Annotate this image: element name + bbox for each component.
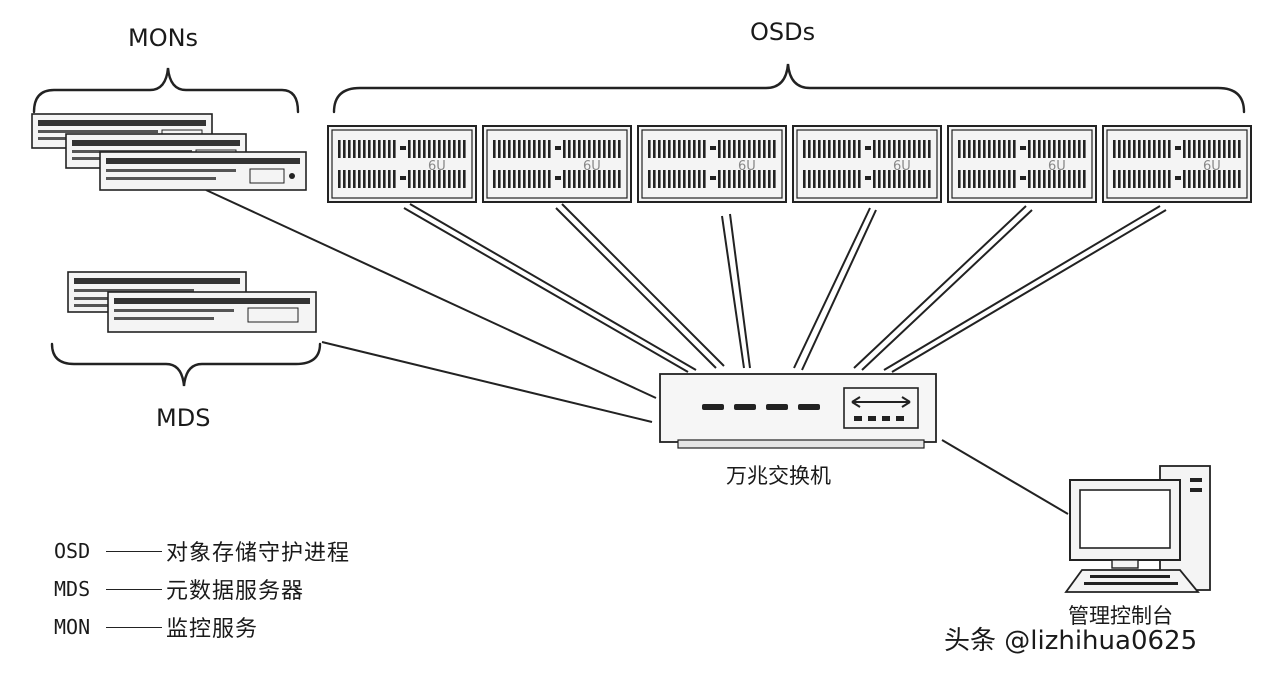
console-link [941, 439, 1069, 515]
osd-chassis: 6U [1102, 125, 1252, 203]
drive-bay-group [958, 170, 1016, 188]
drive-bay-group [958, 140, 1016, 158]
drive-bay-group [338, 140, 396, 158]
osd-link-5 [853, 205, 1033, 371]
osd-chassis: 6U [482, 125, 632, 203]
drive-bay-group [493, 140, 551, 158]
osd-link-1 [403, 203, 697, 373]
switch-leds [854, 416, 904, 421]
osd-link-4 [793, 207, 877, 371]
legend-abbr: MON [54, 615, 91, 639]
switch-port-3 [766, 404, 788, 410]
osd-connection-lines [403, 203, 1167, 373]
osd-chassis: 6U [327, 125, 477, 203]
drive-bay-group [1113, 170, 1171, 188]
mds-link [321, 341, 653, 423]
drive-bay-group [563, 140, 621, 158]
mons-label: MONs [128, 24, 199, 52]
osds-brace [332, 63, 1246, 114]
legend-row-osd: OSD 对象存储守护进程 [54, 532, 350, 570]
drive-bay-group [1113, 140, 1171, 158]
drive-bay-group [408, 170, 466, 188]
drive-bay-group [648, 170, 706, 188]
switch-panel [843, 387, 919, 429]
mon-servers [31, 113, 307, 191]
switch-port-1 [702, 404, 724, 410]
mds-servers [67, 271, 317, 333]
drive-bay-group [408, 140, 466, 158]
mds-server-2 [107, 291, 317, 333]
drive-bay-group [873, 170, 931, 188]
osd-size-badge: 6U [1203, 159, 1221, 174]
mon-server-3 [99, 151, 307, 191]
mon-link [205, 189, 657, 399]
switch-label: 万兆交换机 [726, 464, 831, 488]
legend-row-mon: MON 监控服务 [54, 608, 350, 646]
drive-bay-group [1028, 140, 1086, 158]
mds-brace [50, 342, 322, 387]
drive-bay-group [1183, 170, 1241, 188]
drive-bay-group [1028, 170, 1086, 188]
group-braces [32, 63, 1246, 387]
drive-bay-group [1183, 140, 1241, 158]
legend-abbr: MDS [54, 577, 91, 601]
osd-chassis: 6U [792, 125, 942, 203]
switch-device [659, 373, 937, 449]
drive-bay-group [803, 140, 861, 158]
mds-label: MDS [156, 404, 211, 432]
legend-row-mds: MDS 元数据服务器 [54, 570, 350, 608]
legend-desc: 元数据服务器 [166, 579, 305, 604]
drive-bay-group [718, 170, 776, 188]
legend-dash [106, 588, 162, 590]
drive-bay-group [873, 140, 931, 158]
switch-arrow-icon [851, 396, 911, 408]
drive-bay-group [563, 170, 621, 188]
console-label: 管理控制台 [1068, 604, 1173, 628]
legend-desc: 对象存储守护进程 [166, 541, 351, 566]
legend-dash [106, 550, 162, 552]
legend-dash [106, 626, 162, 628]
console-computer [1064, 465, 1211, 593]
switch-port-4 [798, 404, 820, 410]
osd-link-3 [721, 213, 751, 369]
osd-size-badge: 6U [1048, 159, 1066, 174]
osd-size-badge: 6U [893, 159, 911, 174]
drive-bay-group [648, 140, 706, 158]
osd-chassis-row: 6U 6U 6U 6U 6U 6U [327, 125, 1252, 203]
switch-ports [702, 404, 820, 410]
legend: OSD 对象存储守护进程 MDS 元数据服务器 MON 监控服务 [54, 532, 350, 646]
drive-bay-group [338, 170, 396, 188]
osd-link-6 [883, 205, 1167, 373]
osd-chassis: 6U [637, 125, 787, 203]
drive-bay-group [493, 170, 551, 188]
osd-size-badge: 6U [583, 159, 601, 174]
pc-keyboard [1064, 569, 1200, 593]
watermark: 头条 @lizhihua0625 [944, 626, 1198, 656]
osds-label: OSDs [750, 18, 816, 46]
legend-desc: 监控服务 [166, 617, 259, 642]
pc-screen [1079, 489, 1171, 549]
osd-chassis: 6U [947, 125, 1097, 203]
switch-port-2 [734, 404, 756, 410]
legend-abbr: OSD [54, 539, 91, 563]
drive-bay-group [803, 170, 861, 188]
mons-brace [32, 67, 300, 114]
osd-size-badge: 6U [738, 159, 756, 174]
osd-link-2 [555, 203, 725, 369]
drive-bay-group [718, 140, 776, 158]
osd-size-badge: 6U [428, 159, 446, 174]
server-connection-lines [205, 189, 1069, 515]
